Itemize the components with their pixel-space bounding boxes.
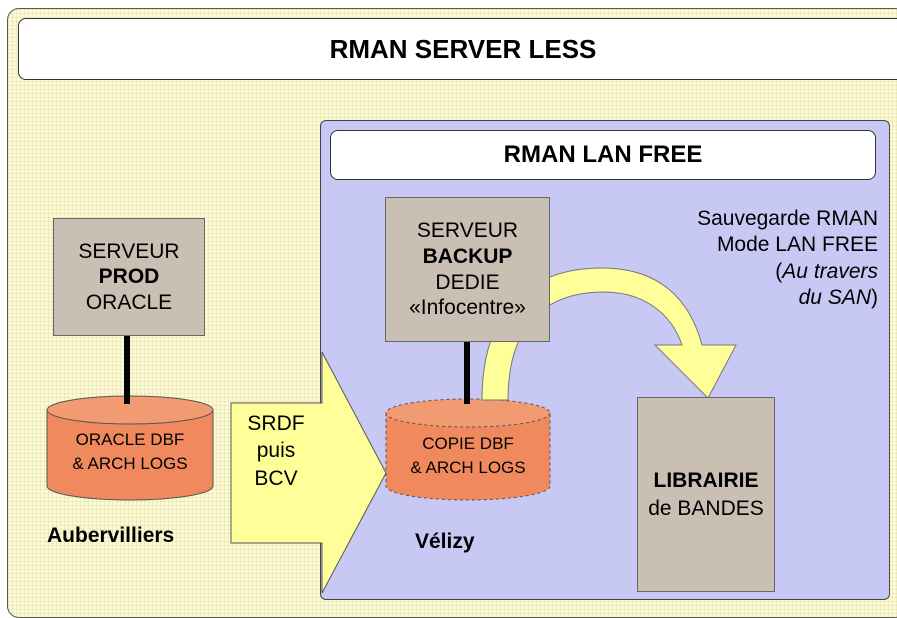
copy-storage-line1: COPIE DBF (422, 434, 514, 453)
srdf-arrow (230, 351, 387, 594)
copy-storage-cylinder (385, 398, 551, 501)
library-line1: LIBRAIRIE (653, 469, 759, 493)
prod-storage-label: ORACLE DBF & ARCH LOGS (47, 428, 213, 476)
backup-note-line2: Mode LAN FREE (716, 233, 878, 257)
prod-storage-cylinder (46, 395, 214, 501)
backup-note-line3-wrap: (Au travers (560, 259, 878, 285)
backup-site-label: Vélizy (415, 530, 475, 553)
prod-server-box: SERVEUR PROD ORACLE (53, 218, 205, 336)
backup-note-line4: du SAN (798, 285, 871, 309)
prod-server-line2: PROD (98, 265, 160, 289)
library-line2: de BANDES (648, 496, 764, 520)
page-title: RMAN SERVER LESS (18, 18, 897, 80)
backup-server-line2: BACKUP (422, 244, 513, 268)
backup-server-line3: DEDIE (435, 270, 500, 294)
prod-storage-line2: & ARCH LOGS (72, 453, 188, 473)
backup-note-line4-wrap: du SAN) (560, 285, 878, 311)
prod-server-line1: SERVEUR (78, 239, 180, 263)
prod-connector (124, 336, 130, 404)
backup-note-line1: Sauvegarde RMAN (697, 207, 878, 230)
transfer-line2: puis (256, 439, 296, 463)
transfer-line3: BCV (254, 466, 298, 490)
copy-storage-line2: & ARCH LOGS (410, 457, 526, 477)
prod-storage-line1: ORACLE DBF (75, 430, 185, 449)
backup-note-paren-close: ) (871, 285, 878, 309)
backup-server-line4: «Infocentre» (409, 296, 526, 320)
backup-server-box: SERVEUR BACKUP DEDIE «Infocentre» (385, 197, 550, 342)
tape-library-box: LIBRAIRIE de BANDES (637, 397, 775, 592)
backup-note: Sauvegarde RMAN Mode LAN FREE (Au traver… (560, 206, 878, 311)
backup-connector (464, 342, 470, 404)
prod-server-line3: ORACLE (85, 290, 173, 314)
copy-storage-label: COPIE DBF & ARCH LOGS (386, 432, 550, 480)
transfer-line1: SRDF (247, 412, 305, 435)
lan-free-title: RMAN LAN FREE (330, 130, 876, 180)
backup-note-line3: Au travers (782, 259, 878, 283)
transfer-label: SRDF puis BCV (236, 410, 316, 492)
prod-site-label: Aubervilliers (47, 524, 175, 547)
backup-note-paren-open: ( (775, 259, 783, 283)
backup-server-line1: SERVEUR (416, 219, 519, 243)
